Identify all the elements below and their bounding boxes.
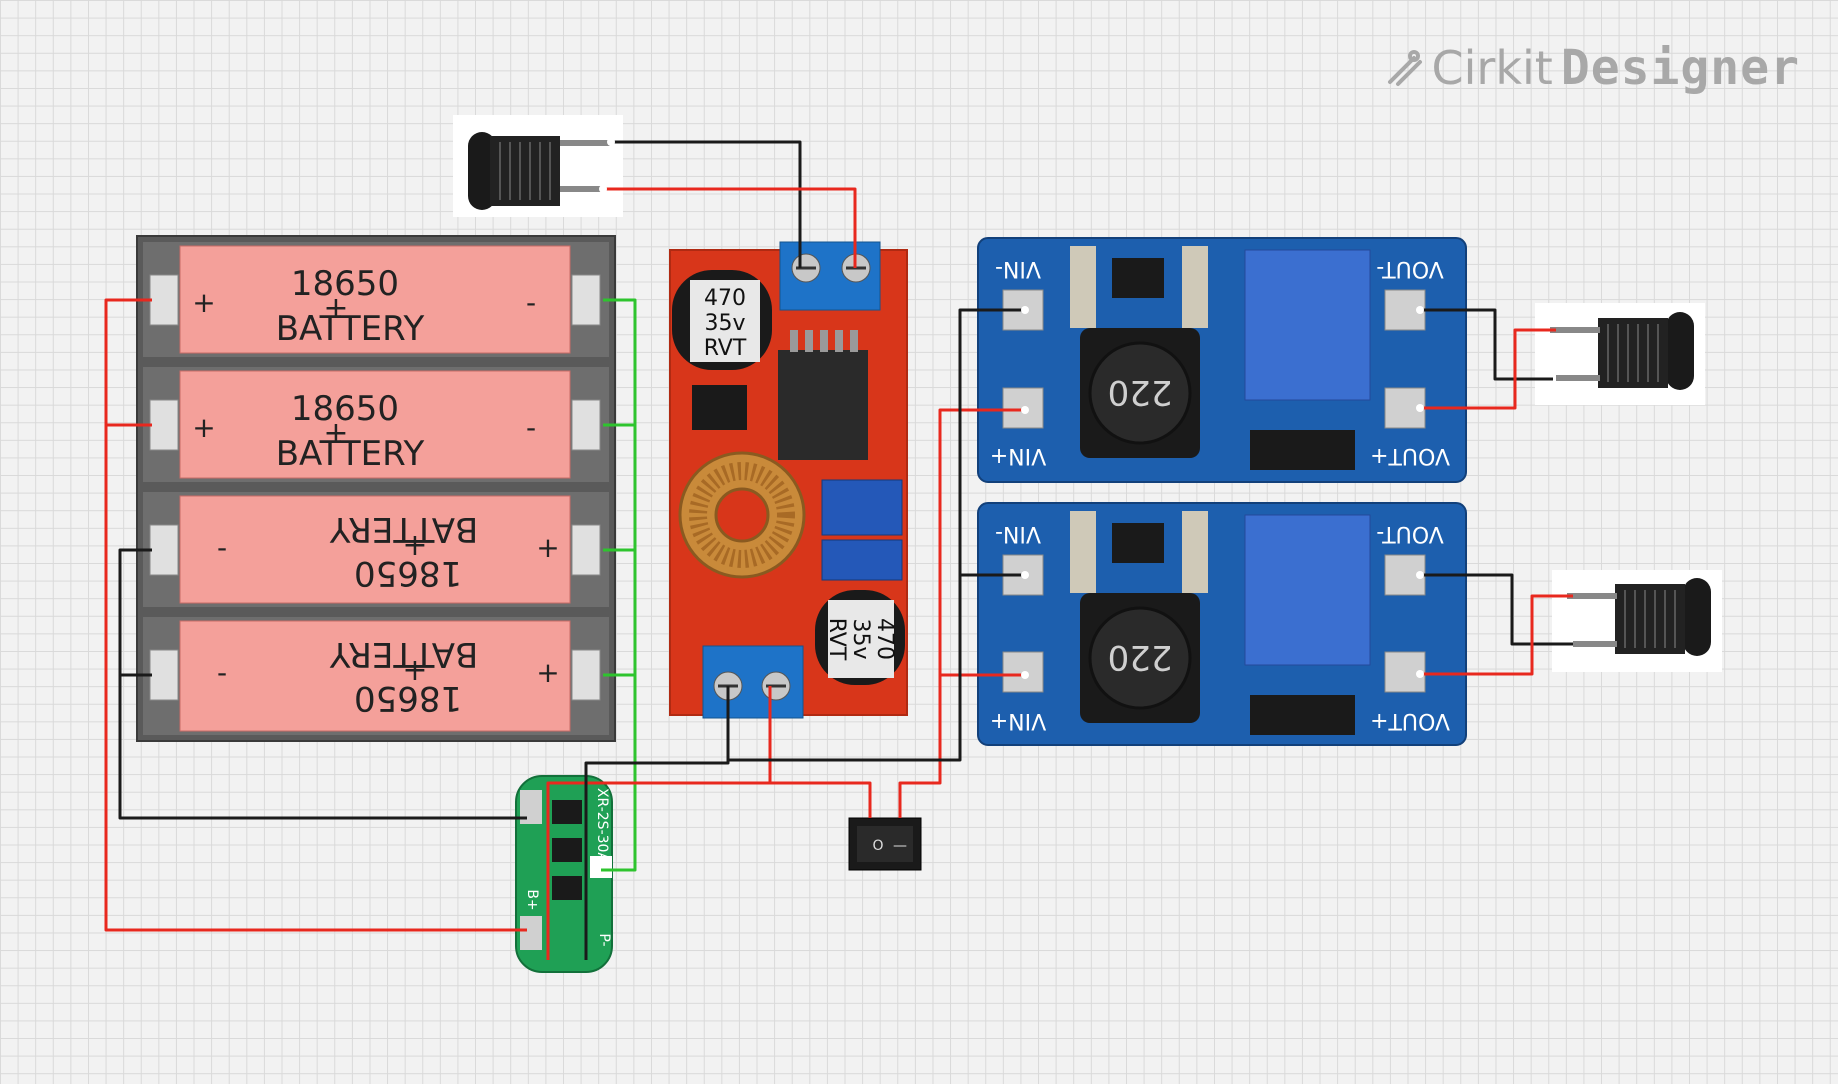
battery-4-plus: + [536,656,559,689]
boost-1-inductor: 220 [1108,372,1173,412]
battery-1-line2: BATTERY [276,309,425,349]
wire-black-vinminus-1 [728,308,1025,762]
dc-jack-top[interactable] [453,115,623,217]
boost-1-vout-minus: VOUT- [1376,256,1443,281]
cap1-line1: 470 [704,286,746,311]
wire-boost2-vcc [1420,594,1573,676]
battery-3-center-plus: + [402,528,427,563]
wire-black-left-34 [118,548,152,677]
wire-red-bplus [104,423,527,932]
battery-2-line2: BATTERY [276,434,425,474]
battery-1-line1: 18650 [291,264,399,304]
boost-converter-1[interactable]: VIN- VIN+ VOUT- VOUT+ 220 [977,237,1467,483]
battery-4-line1: 18650 [354,678,462,718]
cap1-line2: 35v [704,311,745,336]
wire-red-switch-in [770,781,872,818]
wire-jack-top-vcc [603,187,857,268]
switch-on-symbol: — [893,838,907,854]
boost-1-vout-plus: VOUT+ [1370,443,1450,468]
buck-toroid-inductor [678,451,806,579]
battery-4-center-plus: + [402,653,427,688]
switch-off-symbol: O [872,838,883,854]
boost-2-vout-minus: VOUT- [1376,521,1443,546]
bms-label: XR-2S-30A [594,788,610,862]
cap1-line3: RVT [704,336,747,361]
bms-pminus: P- [596,933,612,946]
battery-2-plus: + [192,411,215,444]
cirkit-logo-icon [1387,50,1422,86]
wire-black-bms [118,675,527,820]
battery-2-minus: - [526,411,536,444]
cirkit-designer-logo: Cirkit Designer [1384,40,1800,96]
boost-2-vout-plus: VOUT+ [1370,708,1450,733]
battery-2-line1: 18650 [291,389,399,429]
bms-board[interactable]: XR-2S-30A B+ P- [515,775,613,973]
wire-endpoints [599,138,1424,679]
battery-1-plus: + [192,286,215,319]
wire-red-bms-buck [546,686,772,960]
battery-3-line2: BATTERY [329,509,478,549]
battery-cell-4[interactable]: 18650 BATTERY + - + [143,617,609,735]
boost-2-inductor: 220 [1108,637,1173,677]
cap2-line3: RVT [824,618,849,661]
buck-converter[interactable]: 470 35v RVT 470 35v RVT [669,241,908,719]
battery-3-plus: + [536,531,559,564]
boost-1-vin-plus: VIN+ [990,443,1046,468]
battery-4-minus: - [217,656,227,689]
wire-red-vinplus-1 [898,408,1025,818]
buck-capacitor-2: 470 35v RVT [815,590,905,685]
boost-2-vin-minus: VIN- [995,521,1041,546]
buck-input-terminal[interactable] [779,241,881,311]
wire-jack-top-gnd [611,140,802,268]
cap2-line1: 470 [872,618,897,660]
brand-suffix: Designer [1560,40,1800,96]
battery-cell-3[interactable]: 18650 BATTERY + - + [143,492,609,607]
wires [104,140,1573,960]
wire-green-3 [603,548,637,677]
battery-cell-2[interactable]: 18650 BATTERY + + - [143,367,609,482]
dc-jack-right-1[interactable] [1535,303,1705,405]
boost-converter-2[interactable]: VIN- VIN+ VOUT- VOUT+ 220 [977,502,1467,746]
battery-1-center-plus: + [323,291,348,326]
wire-boost1-vcc [1420,328,1556,410]
wire-boost2-gnd [1420,573,1573,646]
bms-bplus: B+ [524,889,540,910]
battery-3-line1: 18650 [354,553,462,593]
wire-boost1-gnd [1420,308,1553,381]
wire-green-bms [601,675,637,872]
brand-name: Cirkit [1431,41,1553,95]
battery-cell-1[interactable]: 18650 BATTERY + + - [143,242,609,357]
boost-1-vin-minus: VIN- [995,256,1041,281]
cap2-line2: 35v [848,618,873,659]
battery-2-center-plus: + [323,416,348,451]
buck-output-terminal[interactable] [702,645,804,719]
buck-capacitor-1: 470 35v RVT [672,270,772,370]
battery-3-minus: - [217,531,227,564]
boost-2-vin-plus: VIN+ [990,708,1046,733]
rocker-switch[interactable]: O — [848,817,922,871]
battery-4-line2: BATTERY [329,634,478,674]
wire-black-bms-buck [584,686,730,960]
battery-1-minus: - [526,286,536,319]
dc-jack-right-2[interactable] [1552,570,1722,672]
battery-holder[interactable]: 18650 BATTERY + + - 18650 BATTERY + + - … [136,235,616,742]
